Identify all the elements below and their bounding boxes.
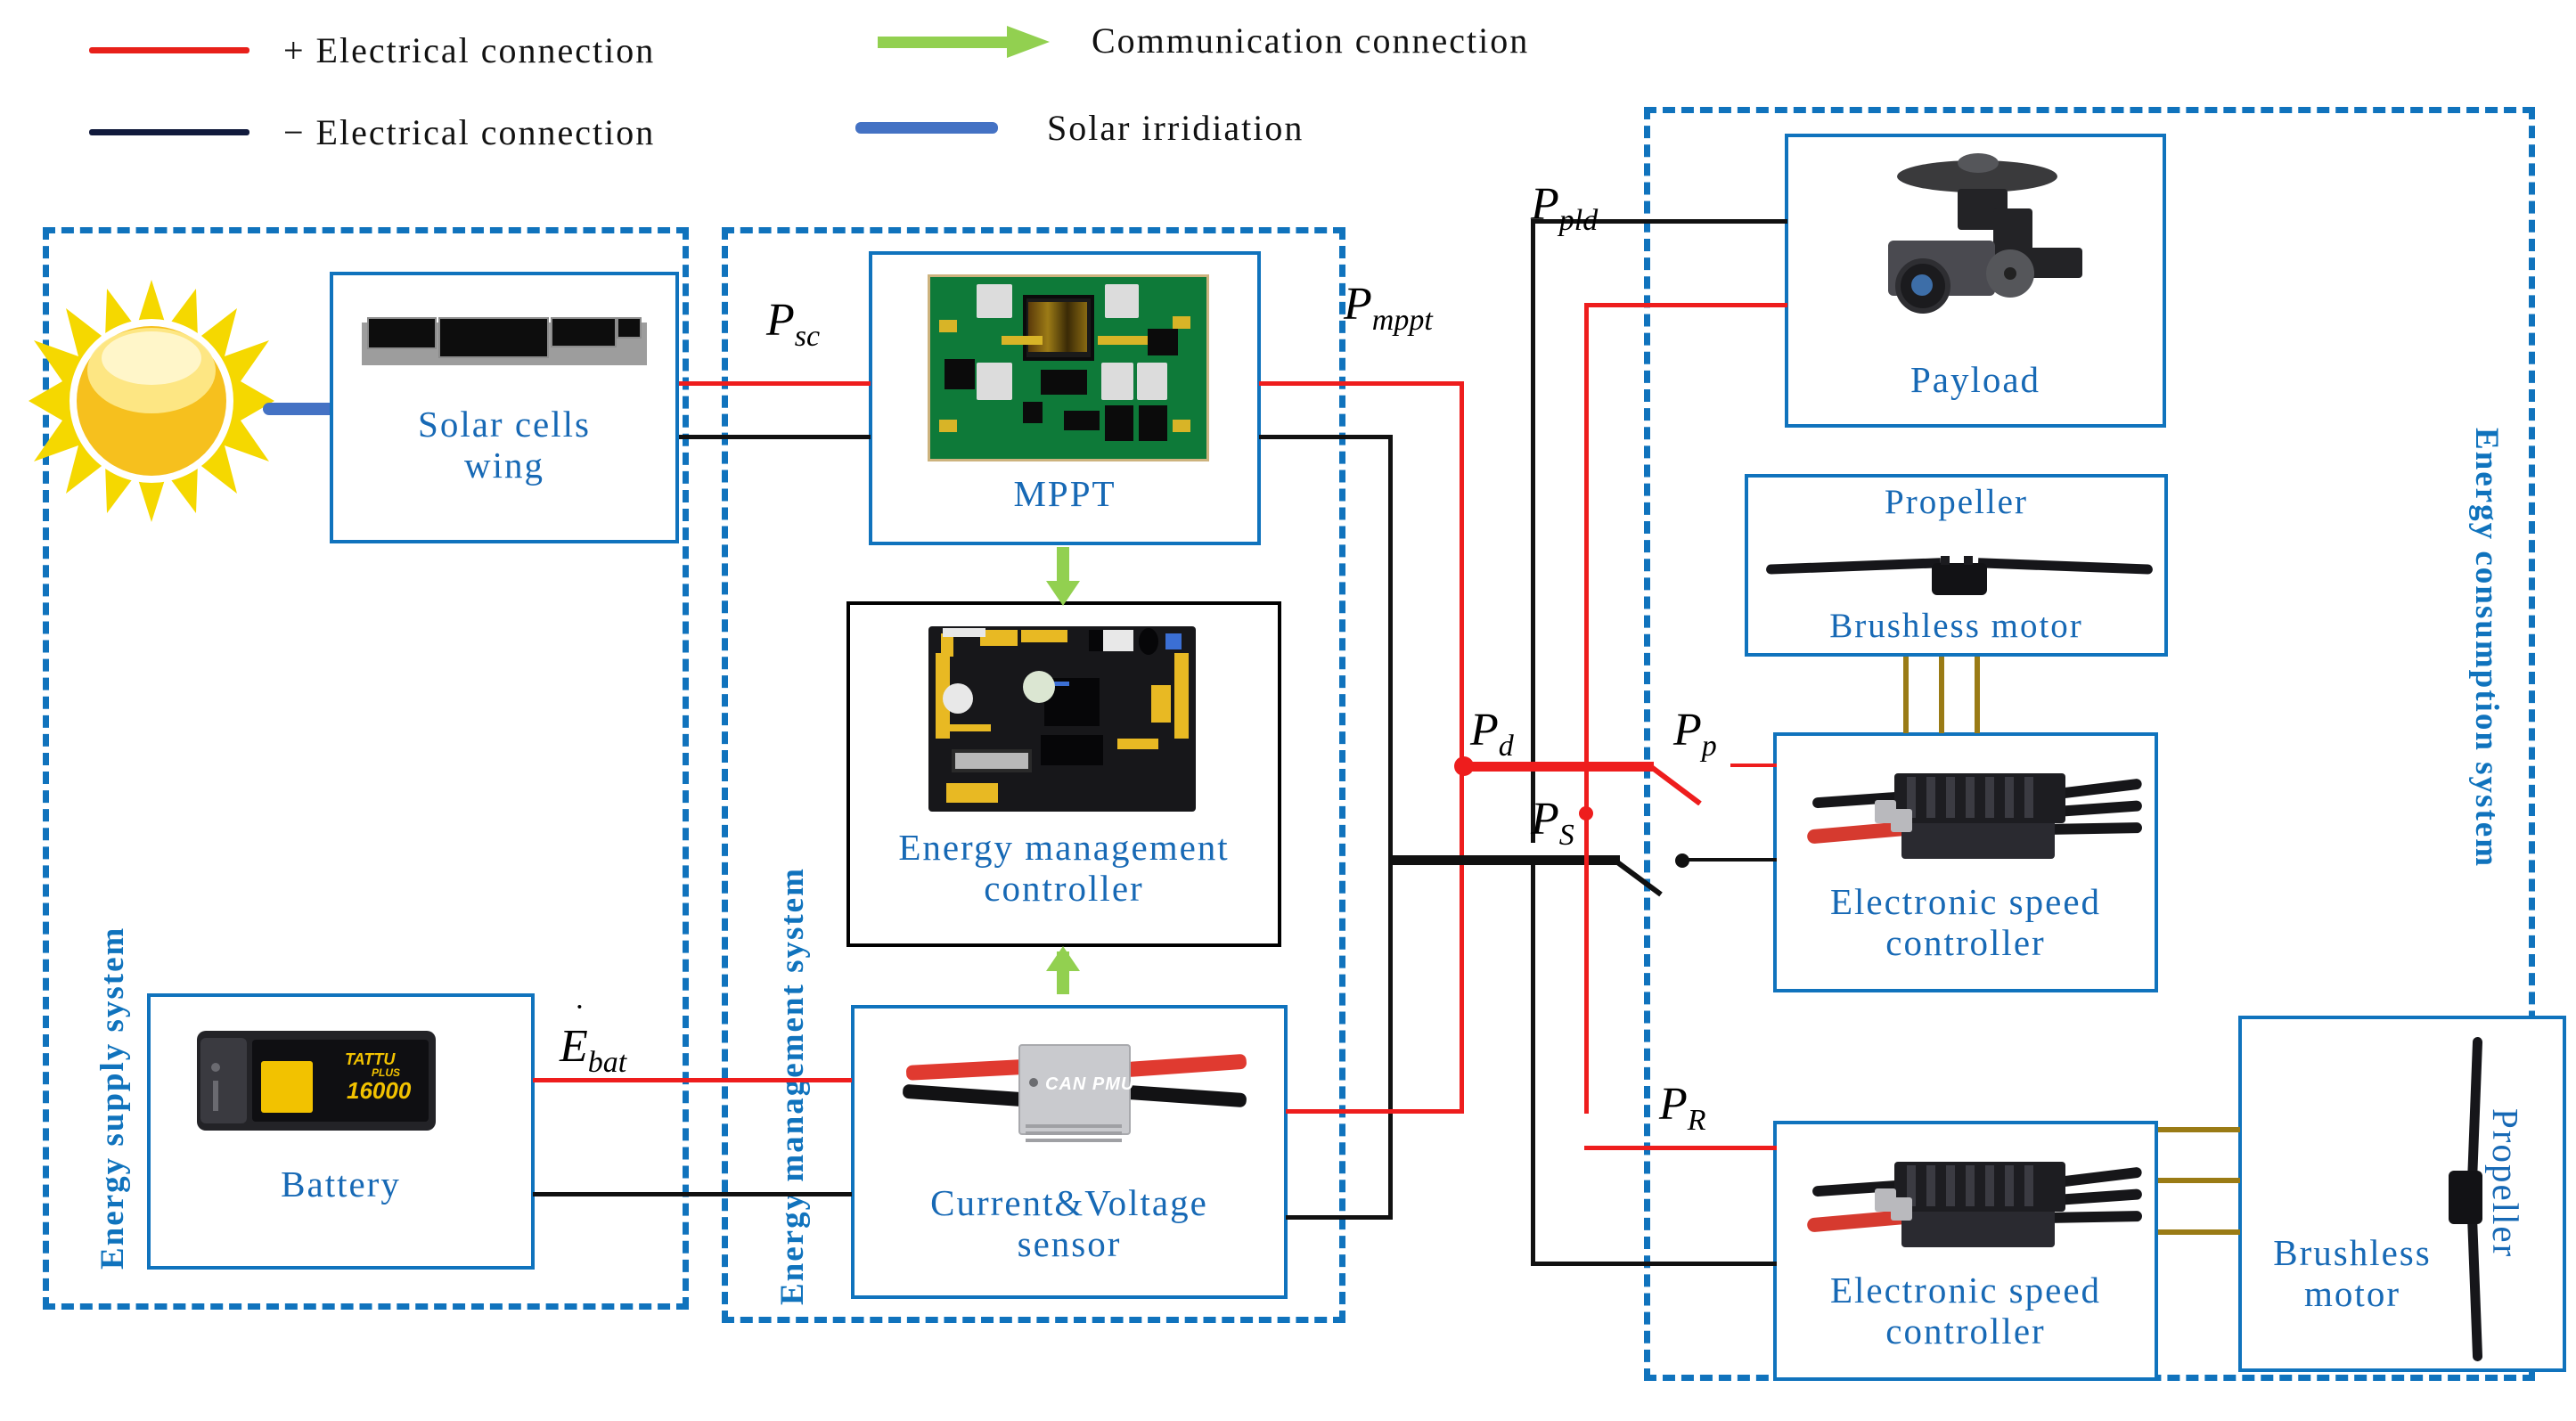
battery-brand-text: TATTU [345, 1050, 396, 1068]
mppt-box[interactable]: MPPT [869, 251, 1261, 545]
power-label-p-r: PR [1659, 1079, 1706, 1137]
phase-wire-w-upper [1975, 657, 1980, 733]
wire-pp-to-esc-upper-positive [1730, 764, 1777, 767]
comm-arrow-mppt-to-emc-head [1046, 581, 1080, 606]
power-label-e-bat: ˙ Ebat [560, 998, 627, 1079]
comm-arrow-mppt-to-emc-shaft [1057, 547, 1069, 588]
legend-item-communication: Communication connection [878, 20, 1529, 61]
mppt-board-image [928, 274, 1209, 461]
e-bat-dot-accent: ˙ [574, 998, 585, 1035]
esc-upper-caption: Electronic speed controller [1829, 881, 2102, 963]
propeller-image [1765, 549, 2154, 597]
power-label-p-d: Pd [1470, 705, 1514, 763]
phase-wire-v-lower [2158, 1178, 2240, 1183]
bus-positive-main [1460, 762, 1654, 772]
brushless-motor-bottom-caption: Brushless motor [2273, 1232, 2432, 1314]
can-pmu-image: CAN PMU [901, 1039, 1248, 1164]
switch-pp-symbol[interactable] [1648, 764, 1727, 806]
junction-dot-positive-bus [1454, 756, 1474, 776]
battery-box[interactable]: 16000 TATTU PLUS Battery [147, 993, 535, 1270]
esc-upper-image [1806, 757, 2143, 873]
fpga-board-image [928, 626, 1196, 812]
wire-battery-to-sensor-negative [533, 1192, 852, 1196]
legend-label-negative-electrical: − Electrical connection [283, 112, 656, 152]
power-label-p-mppt: Pmppt [1344, 279, 1433, 337]
wire-mppt-positive-down [1460, 381, 1464, 1112]
brushless-motor-propeller-box[interactable]: Propeller Brushless motor [2238, 1016, 2566, 1372]
red-line-icon [89, 47, 249, 53]
wire-pr-to-esc-lower-positive [1584, 1146, 1777, 1150]
solar-panel-image [362, 315, 647, 369]
green-arrow-icon [878, 25, 1056, 58]
phase-wire-u-upper [1903, 657, 1909, 733]
power-label-p-p: Pp [1673, 705, 1717, 763]
legend-label-communication: Communication connection [1092, 20, 1530, 61]
power-label-p-pld: Ppld [1531, 179, 1599, 237]
battery-capacity-text: 16000 [347, 1077, 412, 1104]
phase-wire-v-upper [1939, 657, 1944, 733]
wire-wing-to-mppt-positive [679, 381, 871, 386]
switch-ps-symbol[interactable] [1611, 856, 1684, 898]
bus-negative-main [1388, 855, 1620, 865]
battery-image: 16000 TATTU PLUS [197, 1031, 436, 1131]
energy-supply-system-label: Energy supply system [94, 926, 131, 1270]
payload-box[interactable]: Payload [1785, 134, 2166, 428]
wire-ps-to-esc-upper-negative [1682, 858, 1777, 862]
wire-payload-negative-horizontal [1531, 219, 1787, 224]
wire-mppt-negative-down [1388, 435, 1393, 1219]
solar-cells-wing-box[interactable]: Solar cells wing [330, 272, 679, 543]
solar-irradiation-beam [263, 403, 343, 415]
legend-item-negative-electrical: − Electrical connection [89, 111, 655, 153]
brushless-motor-top-caption: Brushless motor [1829, 607, 2083, 646]
wire-mppt-out-negative [1259, 435, 1393, 439]
wire-negative-bus-lower [1531, 855, 1535, 1265]
wire-payload-positive-vertical [1584, 303, 1589, 1114]
legend-label-positive-electrical: + Electrical connection [283, 30, 656, 70]
solar-cells-wing-caption: Solar cells wing [418, 404, 591, 486]
propeller-top-caption: Propeller [1885, 483, 2028, 521]
battery-caption: Battery [281, 1164, 401, 1205]
energy-consumption-system-label: Energy consumption system [2468, 428, 2505, 869]
propeller-vertical-image [2445, 1036, 2507, 1362]
propeller-bottom-caption: Propeller [2485, 1108, 2526, 1259]
blue-line-icon [855, 122, 998, 134]
comm-arrow-sensor-to-emc-head [1046, 946, 1080, 971]
battery-series-text: PLUS [372, 1066, 401, 1079]
current-voltage-sensor-caption: Current&Voltage sensor [930, 1182, 1208, 1264]
esc-lower-box[interactable]: Electronic speed controller [1773, 1121, 2158, 1381]
esc-lower-caption: Electronic speed controller [1829, 1270, 2102, 1352]
wire-mppt-out-positive [1259, 381, 1464, 386]
current-voltage-sensor-box[interactable]: CAN PMU Current&Voltage sensor [851, 1005, 1288, 1299]
legend-item-solar-irradiation: Solar irridiation [855, 107, 1304, 149]
phase-wire-w-lower [2158, 1229, 2240, 1235]
sun-icon [27, 276, 276, 526]
power-label-p-sc: Psc [766, 295, 821, 353]
wire-positive-bus-lower [1584, 766, 1589, 1114]
wire-wing-to-mppt-negative [679, 435, 871, 439]
pmu-label-text: CAN PMU [1045, 1074, 1135, 1094]
payload-caption: Payload [1910, 359, 2041, 400]
legend-label-solar-irradiation: Solar irridiation [1047, 108, 1304, 148]
wire-payload-positive-horizontal [1584, 303, 1787, 307]
wire-sensor-out-negative [1286, 1215, 1393, 1220]
gimbal-camera-image [1851, 153, 2109, 333]
energy-supply-system-boundary [43, 227, 689, 1310]
wire-battery-to-sensor-positive [533, 1078, 852, 1082]
legend-item-positive-electrical: + Electrical connection [89, 29, 655, 71]
wire-sensor-out-positive [1286, 1109, 1464, 1114]
phase-wire-u-lower [2158, 1127, 2240, 1132]
esc-lower-image [1806, 1146, 2143, 1262]
power-label-p-s: PS [1531, 794, 1574, 852]
black-line-icon [89, 129, 249, 135]
junction-dot-positive-branch [1579, 806, 1593, 821]
wire-esc-lower-negative [1531, 1262, 1777, 1266]
esc-upper-box[interactable]: Electronic speed controller [1773, 732, 2158, 992]
wire-payload-negative-vertical [1531, 219, 1535, 843]
energy-management-system-boundary [722, 227, 1345, 1323]
mppt-caption: MPPT [1013, 473, 1116, 514]
energy-management-controller-box[interactable]: Energy management controller [846, 601, 1281, 947]
propeller-brushless-motor-box[interactable]: Propeller Brushless motor [1745, 474, 2168, 657]
energy-management-controller-caption: Energy management controller [898, 827, 1230, 909]
energy-management-system-label: Energy management system [774, 867, 811, 1305]
